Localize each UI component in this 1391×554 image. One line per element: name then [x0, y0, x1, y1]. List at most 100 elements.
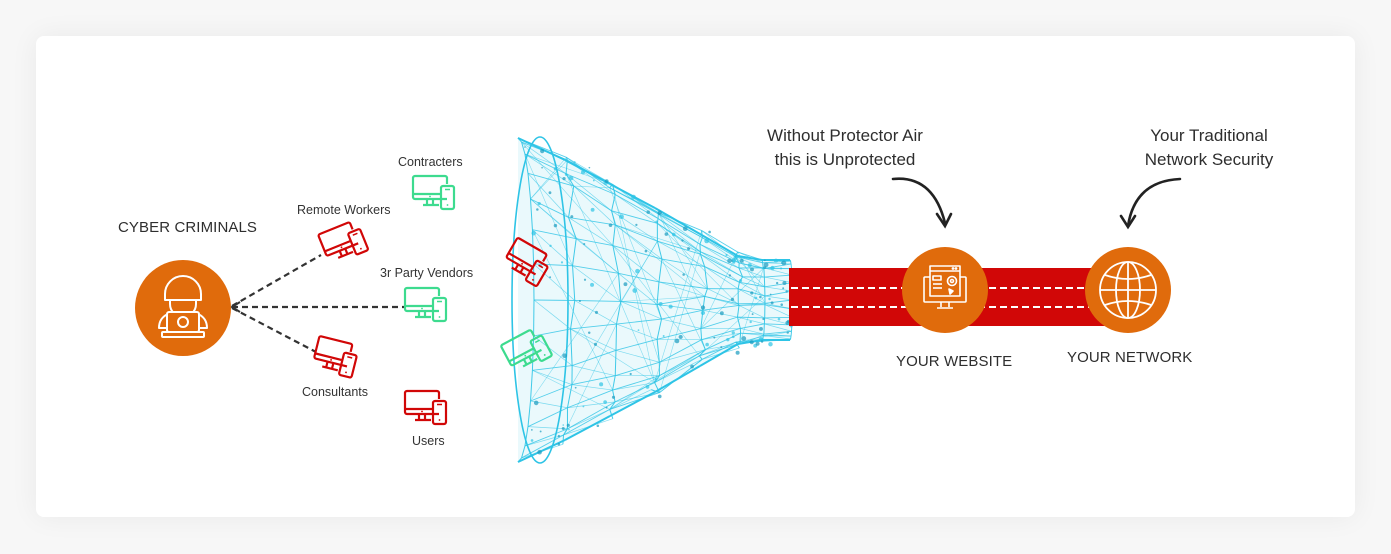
funnel-edge — [530, 198, 619, 274]
funnel-edge — [612, 245, 660, 283]
funnel-node — [728, 274, 732, 277]
unprotected-annotation-line1: Without Protector Air — [767, 126, 923, 145]
funnel-edge — [734, 255, 763, 264]
funnel-edge — [620, 301, 662, 320]
funnel-node — [749, 320, 752, 324]
funnel-edge — [739, 281, 765, 288]
device-remote-workers-icon — [316, 218, 370, 267]
funnel-edge — [618, 273, 658, 305]
funnel-node — [738, 279, 743, 283]
funnel-edge — [570, 328, 655, 383]
funnel-node — [637, 329, 640, 332]
funnel-edge — [521, 141, 567, 175]
funnel-edge — [615, 224, 701, 252]
funnel-node — [561, 427, 565, 431]
funnel-edge — [524, 153, 573, 266]
funnel-edge — [615, 338, 658, 351]
funnel-edge — [530, 370, 533, 402]
traditional-arrow-icon — [1126, 177, 1182, 228]
funnel-edge — [617, 273, 622, 302]
funnel-edge — [609, 389, 652, 410]
endpoint-label-contracters: Contracters — [398, 155, 463, 169]
funnel-edge — [573, 185, 616, 226]
funnel-node — [708, 230, 711, 234]
funnel-edge — [704, 288, 708, 297]
funnel-node — [731, 331, 735, 335]
funnel-node — [623, 282, 628, 287]
funnel-edge — [658, 258, 663, 282]
funnel-node — [682, 273, 685, 276]
funnel-node — [562, 424, 565, 426]
funnel-edge — [661, 258, 706, 350]
funnel-edge — [568, 217, 577, 239]
funnel-node — [583, 278, 587, 281]
funnel-node — [631, 194, 636, 200]
funnel-edge — [701, 341, 736, 360]
funnel-node — [700, 310, 706, 316]
funnel-edge — [764, 276, 793, 283]
funnel-node — [562, 353, 567, 359]
funnel-node — [645, 385, 650, 389]
funnel-edge — [572, 265, 622, 302]
funnel-node — [727, 258, 732, 264]
funnel-node — [580, 170, 586, 175]
funnel-edge — [615, 361, 660, 377]
funnel-edge — [521, 445, 526, 459]
funnel-edge — [524, 434, 564, 447]
funnel-edge — [568, 216, 616, 226]
endpoint-label-users: Users — [412, 434, 445, 448]
funnel-node — [549, 244, 552, 248]
funnel-edge — [530, 384, 573, 402]
funnel-edge — [570, 328, 573, 366]
funnel-edge — [700, 253, 743, 278]
funnel-edge — [789, 338, 791, 341]
funnel-edge — [763, 267, 792, 270]
funnel-edge — [699, 341, 736, 357]
funnel-node — [758, 337, 764, 342]
funnel-node — [644, 249, 648, 253]
funnel-node — [657, 394, 662, 399]
funnel-edge — [654, 359, 703, 383]
funnel-node — [700, 305, 706, 310]
funnel-edge — [656, 281, 660, 305]
funnel-node — [705, 342, 709, 347]
funnel-node — [596, 424, 600, 428]
funnel-edge — [738, 267, 765, 278]
funnel-edge — [764, 282, 793, 288]
funnel-node — [619, 214, 624, 220]
funnel-edge — [620, 296, 705, 302]
funnel-node — [530, 428, 533, 431]
funnel-edge — [573, 185, 612, 212]
funnel-node — [537, 449, 542, 455]
funnel-edge — [611, 194, 616, 211]
funnel-edge — [740, 332, 764, 336]
funnel-edge — [530, 159, 568, 200]
funnel-edge — [657, 240, 701, 255]
funnel-node — [773, 258, 778, 263]
funnel-node — [590, 282, 595, 287]
funnel-edge — [790, 335, 792, 340]
funnel-node — [747, 263, 752, 268]
funnel-node — [739, 258, 744, 263]
funnel-edge — [738, 305, 765, 319]
funnel-node — [629, 372, 632, 376]
funnel-node — [654, 377, 657, 381]
funnel-edge — [612, 245, 619, 274]
funnel-edge — [532, 370, 610, 410]
funnel-edge — [572, 265, 576, 301]
funnel-node — [719, 311, 724, 316]
funnel-edge — [524, 153, 529, 174]
funnel-edge — [524, 153, 613, 185]
funnel-edge — [614, 194, 658, 224]
device-consultants-icon — [310, 334, 361, 379]
funnel-edge — [533, 299, 571, 330]
funnel-node — [769, 293, 772, 296]
funnel-edge — [527, 426, 568, 430]
funnel-edge — [612, 245, 663, 260]
funnel-edge — [654, 365, 701, 393]
website-monitor-icon — [923, 265, 967, 309]
funnel-node — [605, 406, 608, 409]
funnel-edge — [702, 305, 740, 311]
funnel-node — [594, 310, 599, 314]
funnel-node — [593, 342, 597, 346]
